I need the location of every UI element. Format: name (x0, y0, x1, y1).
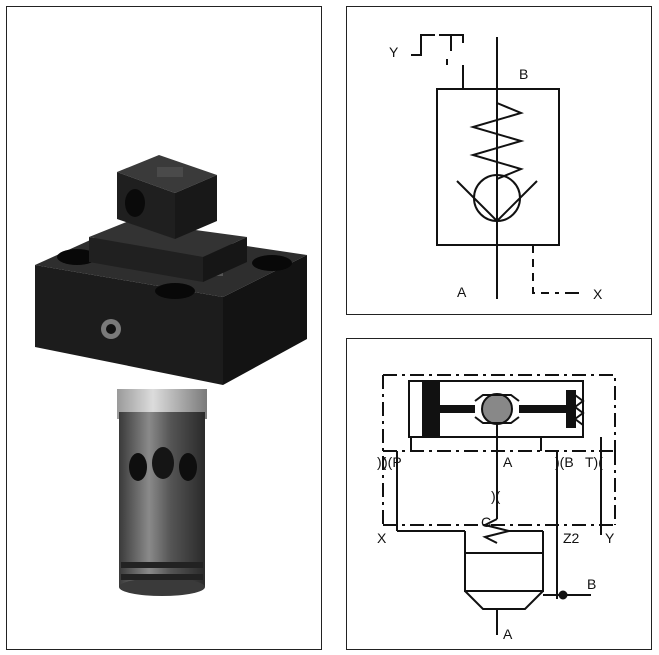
product-photo-panel (6, 6, 322, 650)
valve-housing (436, 88, 560, 246)
port-y-label: Y (389, 44, 399, 60)
pilot-circuit-panel: )(P A )(B T)( )( )( C X Z2 Y B A (346, 338, 652, 650)
main-valve-body (464, 531, 544, 592)
left-orifice-label: )( (377, 454, 387, 470)
check-valve-symbol: Y B A X (389, 34, 603, 302)
left-piston (422, 382, 440, 436)
junction-dot (558, 590, 568, 600)
port-a-pilot-label: A (503, 454, 513, 470)
main-poppet (464, 590, 544, 610)
port-x-label: X (593, 286, 603, 302)
y-drain-line (411, 34, 464, 89)
port-t-label: T)( (585, 454, 603, 470)
check-valve-symbol-panel: Y B A X (346, 6, 652, 315)
x-pilot-line (532, 245, 559, 294)
port-c-label: C (481, 514, 491, 530)
valve-seat (456, 180, 538, 223)
spring (469, 102, 525, 180)
pilot-plate (89, 221, 247, 282)
right-spring (573, 394, 585, 426)
spool-ball (481, 393, 513, 425)
pilot-circuit-diagram: )(P A )(B T)( )( )( C X Z2 Y B A (377, 374, 616, 642)
port-y-pilot-label: Y (605, 530, 615, 546)
port-p-label: )(P (383, 454, 402, 470)
right-piston (566, 390, 576, 428)
cartridge-cylinder (117, 389, 207, 596)
port-x-pilot-label: X (377, 530, 387, 546)
solenoid-head (117, 155, 217, 239)
main-spring (482, 518, 510, 544)
mid-orifice-label: )( (491, 488, 501, 504)
port-b-outlet-label: B (587, 576, 596, 592)
port-a-label: A (457, 284, 467, 300)
port-z2-label: Z2 (563, 530, 580, 546)
port-a-outlet-label: A (503, 626, 513, 642)
port-b-pilot-label: )(B (555, 454, 574, 470)
valve-photo-illustration (35, 155, 307, 596)
port-b-label: B (519, 66, 528, 82)
